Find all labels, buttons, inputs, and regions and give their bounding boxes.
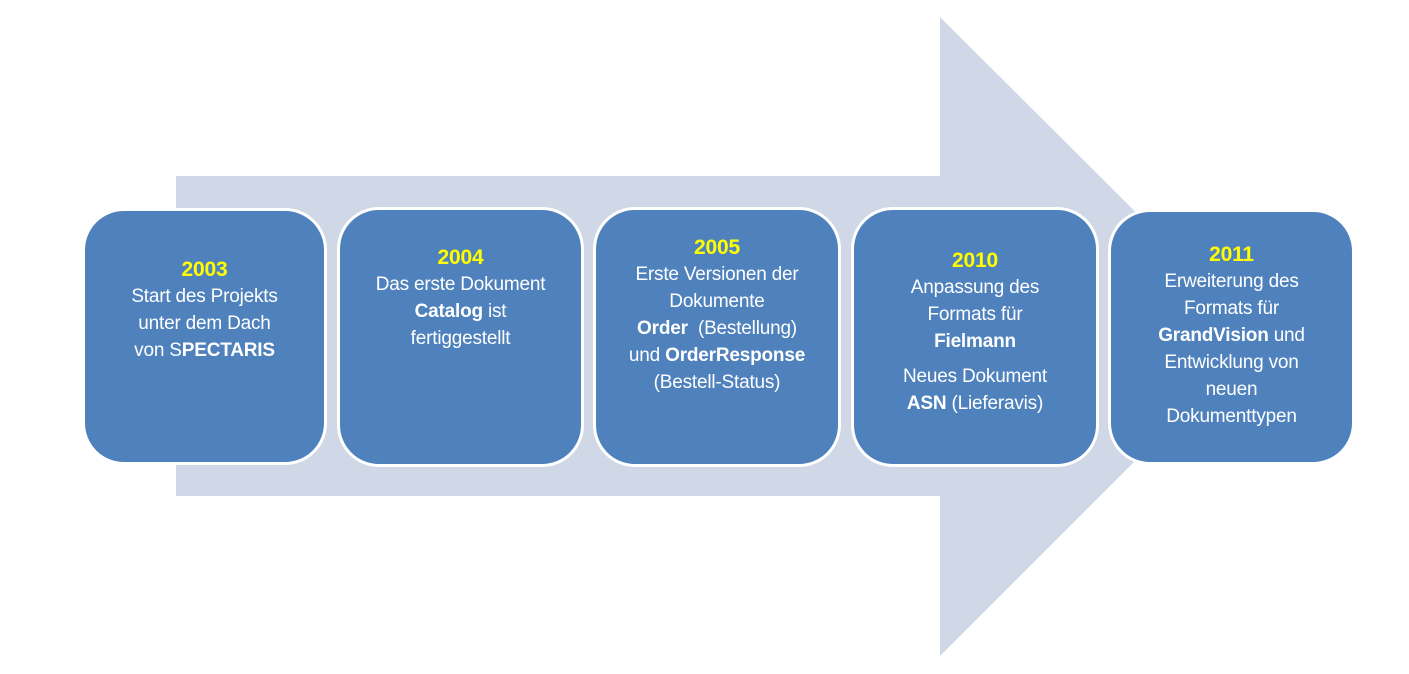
milestone-text-line: Dokumente [629,288,805,315]
milestone-text: Neues Dokument [903,366,1047,387]
milestone-year: 2005 [694,236,740,259]
milestone-text-line: Formats für [1158,295,1305,322]
milestone-highlight: PECTARIS [181,340,275,361]
milestone-text: ist [482,301,507,322]
milestone-text: Dokumente [669,291,765,312]
milestone-text: unter dem Dach [138,313,271,334]
milestone-text-line: unter dem Dach [131,310,277,337]
milestone-text-line: Das erste Dokument [376,271,546,298]
milestone-text-line: (Bestell-Status) [629,369,805,396]
milestone-text: Erweiterung des [1164,271,1299,292]
milestone-text-line: Erste Versionen der [629,261,805,288]
milestone-text: von S [134,340,182,361]
milestone-text-line: Erweiterung des [1158,268,1305,295]
milestone-text-line: Neues Dokument [903,363,1047,390]
milestone-text-line: GrandVision und [1158,322,1305,349]
milestone-text-line: und OrderResponse [629,342,805,369]
milestone-text: Start des Projekts [131,286,278,307]
milestone-text: Entwicklung von [1164,352,1299,373]
milestone-text-line: fertiggestellt [376,325,546,352]
milestone-text-line: Formats für [911,301,1039,328]
milestone-highlight: Order [637,318,688,339]
milestone-year: 2003 [181,258,228,281]
milestone-text: Anpassung des [910,277,1040,298]
milestone-highlight: Fielmann [934,331,1016,352]
milestone-text: Dokumenttypen [1166,406,1297,427]
milestone-text: Erste Versionen der [635,264,799,285]
milestone-highlight: Catalog [414,301,483,322]
milestone-text: und [628,345,666,366]
milestone-text-line: Order (Bestellung) [629,315,805,342]
milestone-highlight: ASN [906,393,947,414]
milestone-text-line: ASN (Lieferavis) [903,390,1047,417]
milestone-text: fertiggestellt [410,328,511,349]
milestone-highlight: OrderResponse [665,345,806,366]
milestone-text-line: Fielmann [911,328,1039,355]
milestone-text-line: Entwicklung von [1158,349,1305,376]
milestone-text: (Bestell-Status) [653,372,781,393]
milestone-text: (Bestellung) [687,318,797,339]
milestone-text: (Lieferavis) [946,393,1044,414]
milestone-text-line: Dokumenttypen [1158,403,1305,430]
milestone-year: 2004 [437,246,484,269]
milestone-text: Formats für [1184,298,1279,319]
milestone-text: und [1268,325,1305,346]
milestone-paragraph: Start des Projekts unter dem Dach von SPEC… [131,283,278,364]
milestone-text-line: Start des Projekts [131,283,278,310]
milestone-text-line: von SPECTARIS [131,337,277,364]
milestone-text: Das erste Dokument [375,274,546,295]
milestone-text-line: Catalog ist [376,298,546,325]
milestone-year: 2011 [1209,243,1254,266]
milestone-highlight: GrandVision [1158,325,1269,346]
milestone-text-line: Anpassung des [910,274,1040,301]
milestone-text: neuen [1205,379,1258,400]
milestone-text: Formats für [927,304,1023,325]
milestone-text-line: neuen [1158,376,1305,403]
milestone-year: 2010 [952,249,998,272]
